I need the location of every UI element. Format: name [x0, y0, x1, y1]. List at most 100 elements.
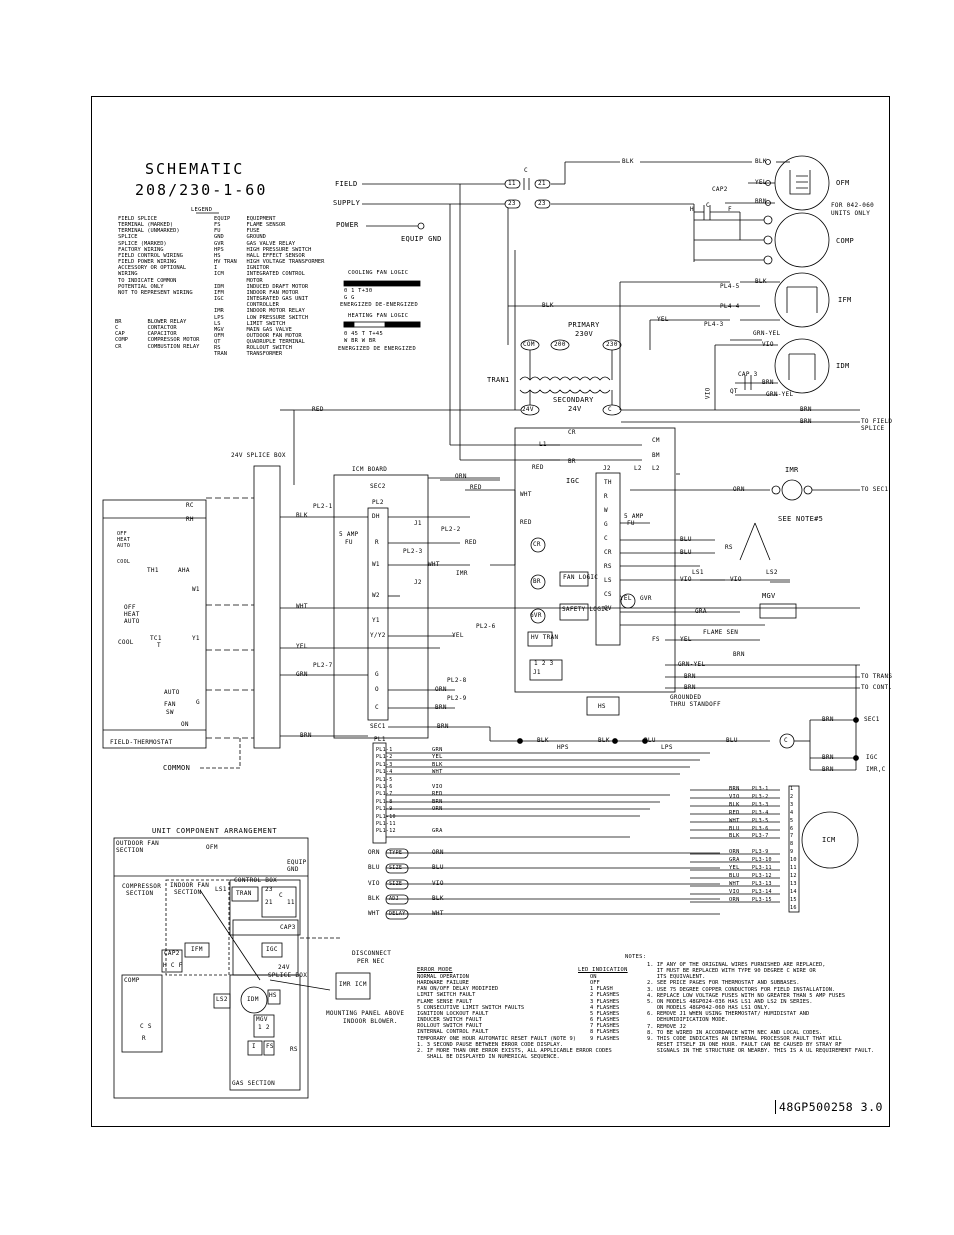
arr-equip: EQUIP	[287, 859, 307, 866]
tran-c-term: C	[608, 406, 612, 413]
arr-section: SECTION	[116, 847, 144, 854]
units-only-note: UNITS ONLY	[831, 210, 871, 217]
term-23a: 23	[508, 200, 516, 207]
ofm-label: OFM	[836, 179, 850, 187]
field-thermostat-label: FIELD-THERMOSTAT	[110, 739, 173, 746]
comp-label: COMP	[836, 237, 855, 245]
tran-com: COM	[523, 341, 535, 348]
pl2-7-label: PL2-7	[313, 662, 333, 669]
splice-box-label: 24V SPLICE BOX	[231, 452, 286, 459]
tran-secondary-v: 24V	[568, 405, 582, 413]
power-label: POWER	[336, 221, 359, 229]
pl1-pin: PL1-5	[376, 776, 393, 783]
tap-wire-color: ORN	[432, 849, 444, 856]
pl3-pin: PL3-11	[752, 865, 772, 871]
icm-pl2-6: PL2-6	[476, 623, 496, 630]
equip-gnd-label: EQUIP GND	[401, 235, 442, 243]
legend-symbol: FIELD POWER WIRING	[118, 259, 177, 266]
tap-wire-color: BLK	[432, 895, 444, 902]
pl1-wire-color: GRN	[432, 747, 443, 753]
pl3-terminal-number: 12	[790, 872, 797, 879]
igc-j2: J2	[603, 465, 611, 472]
cap3-label: CAP 3	[738, 371, 758, 378]
tstat-off: OFF	[117, 531, 127, 537]
to-trans: TO TRANS	[861, 673, 893, 680]
igc-term-w: W	[604, 507, 608, 514]
grounded-label: GROUNDED	[670, 694, 702, 701]
arr-per-nec: PER NEC	[357, 958, 385, 965]
see-note-5: SEE NOTE#5	[778, 515, 824, 523]
coil-brn: BRN	[822, 716, 834, 723]
arr-cap3: CAP3	[280, 924, 296, 931]
legend-symbol: ACCESSORY OR OPTIONAL	[118, 265, 187, 272]
igc-j1-pins: 1 2 3	[534, 660, 554, 667]
arr-rs: RS	[290, 1046, 298, 1053]
pl1-connector	[372, 742, 859, 915]
imr-orn: ORN	[733, 486, 745, 493]
drawing-number: 48GP500258 3.0	[775, 1100, 883, 1114]
icm-wht: WHT	[428, 561, 440, 568]
pl3-wire-color: YEL	[729, 865, 740, 871]
legend-symbol: TERMINAL (UNMARKED)	[118, 228, 180, 235]
arr-indoor-section: SECTION	[174, 889, 202, 896]
icm-y-y2: Y/Y2	[370, 632, 386, 639]
pl3-wire-color: BRN	[729, 786, 740, 792]
icm-board	[333, 474, 516, 739]
tran-brn-wire-2: BRN	[800, 418, 812, 425]
tstat-y1: Y1	[192, 635, 200, 642]
pl3-wire-color: BLU	[729, 872, 740, 879]
legend-symbol: SPLICE (MARKED)	[118, 240, 167, 247]
pl3-terminal-number: 4	[790, 809, 794, 816]
lps-blu2: BLU	[726, 737, 738, 744]
icm-board-label: ICM BOARD	[352, 466, 388, 473]
tstat-off2: OFF	[124, 604, 136, 611]
arr-comp-section: SECTION	[126, 890, 154, 897]
arr-hs: HS	[269, 992, 277, 999]
arr-comp: COMP	[124, 977, 140, 984]
tran1-label: TRAN1	[487, 376, 510, 384]
pl3-wire-color: WHT	[729, 880, 740, 887]
legend-symbol: FIELD CONTROL WIRING	[118, 252, 183, 259]
igc-term-fs: FS	[652, 636, 660, 643]
ifm-label: IFM	[838, 296, 852, 304]
cap2-c: C	[706, 202, 710, 209]
splice-label: SPLICE	[861, 425, 885, 432]
tstat-heat2: HEAT	[124, 611, 140, 618]
to-sec1: TO SEC1	[861, 486, 889, 493]
arr-ofm: OFM	[206, 844, 218, 851]
igc-yel: YEL	[620, 595, 632, 602]
idm-grn-yel: GRN-YEL	[766, 391, 794, 398]
rs-blu-1: BLU	[680, 536, 692, 543]
pl1-pin: PL1-4	[376, 769, 393, 776]
igc-gvr: GVR	[530, 612, 542, 619]
power-wiring	[362, 155, 830, 461]
igc-brn-cont: BRN	[684, 684, 696, 691]
pl4-5: PL4-5	[720, 283, 740, 290]
tran-200: 200	[554, 341, 566, 348]
splice-wht: WHT	[296, 603, 308, 610]
tran-24v-term: 24V	[522, 406, 534, 413]
ls1-label: LS1	[692, 569, 704, 576]
igc-term-cs: CS	[604, 591, 612, 598]
common-label: COMMON	[163, 764, 191, 772]
arr-gas-section: GAS SECTION	[232, 1080, 276, 1087]
idm-vio-wire: VIO	[704, 387, 712, 400]
icm-pl2-3: PL2-3	[403, 548, 423, 555]
tstat-fan: FAN	[164, 701, 176, 708]
coil-brn3: BRN	[822, 766, 834, 773]
arr-compressor: COMPRESSOR	[122, 883, 162, 890]
arr-21: 21	[265, 899, 273, 906]
legend-abbr-left: BR BLOWER RELAY C CONTACTOR CAP CAPACITO…	[115, 319, 200, 350]
imr-label: IMR	[785, 466, 799, 474]
tran-primary: PRIMARY	[568, 321, 600, 329]
pl1-pin: PL1-9	[376, 806, 393, 813]
pl3-pin: PL3-2	[752, 793, 769, 800]
ofm-wire-blk: BLK	[755, 158, 767, 165]
cooling-fan-logic: COOLING FAN LOGIC	[348, 270, 409, 276]
term-23b: 23	[538, 200, 546, 207]
igc-br: BR	[568, 458, 576, 465]
cap2-h: H	[690, 206, 694, 213]
pl1-pin: PL1-11	[376, 821, 396, 827]
coil-sec1: SEC1	[864, 716, 880, 723]
legend-symbol: TO INDICATE COMMON	[118, 277, 177, 284]
